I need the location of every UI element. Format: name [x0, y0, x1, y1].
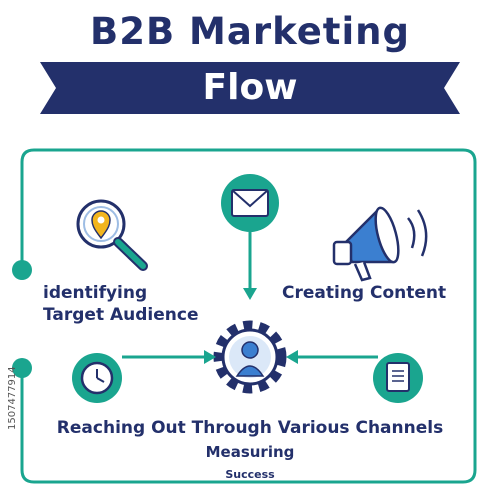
flow-start-dot — [12, 260, 32, 280]
gear-person-icon — [213, 320, 287, 394]
diagram-subtitle: Flow — [202, 67, 298, 108]
step-identify-line2: Target Audience — [43, 305, 199, 325]
diagram-title: B2B Marketing — [90, 10, 410, 53]
clock-icon — [72, 353, 122, 403]
watermark-id: 1507477914 — [7, 366, 18, 430]
envelope-icon — [221, 174, 279, 232]
megaphone-icon — [332, 206, 428, 282]
flow-end-dot — [12, 358, 32, 378]
step-measure-label: Measuring — [205, 443, 295, 461]
step-success-label: Success — [225, 468, 275, 481]
step-create-label: Creating Content — [282, 283, 447, 303]
document-icon — [373, 353, 423, 403]
title-banner — [40, 62, 460, 114]
step-identify-line1: identifying — [43, 283, 148, 303]
step-identify-label: identifying Target Audience — [43, 282, 199, 326]
step-reach-label: Reaching Out Through Various Channels — [56, 418, 444, 438]
flow-border-path — [20, 148, 477, 484]
magnifier-location-icon — [76, 199, 148, 271]
